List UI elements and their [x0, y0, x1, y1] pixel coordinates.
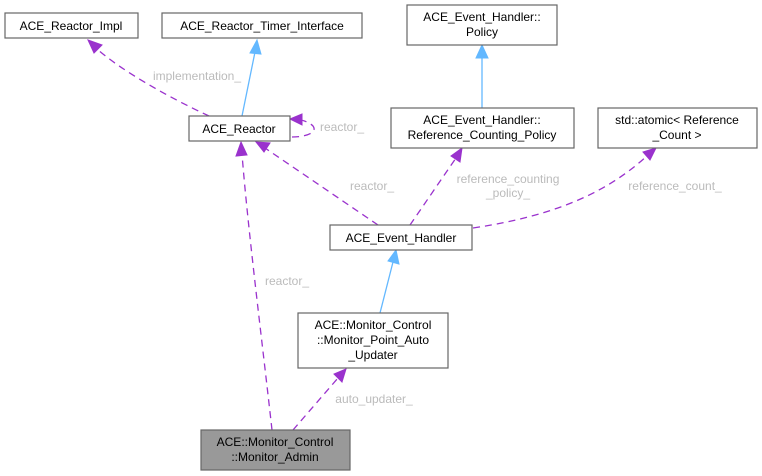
edge-reactor-self: reactor_: [288, 113, 364, 138]
node-label: ACE_Reactor_Timer_Interface: [180, 19, 344, 33]
node-label: ACE_Event_Handler: [346, 231, 457, 245]
node-reference-counting-policy[interactable]: ACE_Event_Handler:: Reference_Counting_P…: [390, 107, 575, 149]
edge-label-reactor-from-handler: reactor_: [350, 179, 394, 193]
edge-inherit-timer-interface: [241, 38, 262, 117]
edge-label-implementation: implementation_: [153, 69, 241, 83]
node-ace-reactor[interactable]: ACE_Reactor: [188, 115, 291, 142]
node-label: std::atomic< Reference: [615, 113, 739, 127]
node-label: Policy: [466, 25, 498, 39]
node-std-atomic-reference-count[interactable]: std::atomic< Reference _Count >: [597, 107, 758, 149]
edge-label-reactor-from-admin: reactor_: [265, 274, 309, 288]
node-ace-event-handler[interactable]: ACE_Event_Handler: [329, 224, 473, 251]
node-label: ACE_Event_Handler::: [423, 10, 540, 24]
edge-reactor-from-handler: reactor_: [254, 141, 394, 226]
node-label: ACE_Reactor: [202, 122, 275, 136]
node-ace-reactor-timer-interface[interactable]: ACE_Reactor_Timer_Interface: [161, 12, 363, 39]
node-label: ACE::Monitor_Control: [217, 435, 334, 449]
edge-label-reference-counting-policy-2: _policy_: [485, 186, 530, 200]
edge-reference-count: reference_count_: [472, 147, 722, 229]
node-label: ::Monitor_Admin: [231, 450, 318, 464]
node-event-handler-policy[interactable]: ACE_Event_Handler:: Policy: [406, 4, 558, 46]
edge-label-reactor-self: reactor_: [320, 120, 364, 134]
node-monitor-admin: ACE::Monitor_Control ::Monitor_Admin: [200, 429, 351, 471]
edge-inherit-policy: [475, 43, 489, 108]
edge-reactor-from-admin: reactor_: [235, 140, 309, 431]
node-ace-reactor-impl[interactable]: ACE_Reactor_Impl: [4, 12, 139, 39]
edge-label-reference-counting-policy-1: reference_counting: [457, 172, 560, 186]
node-monitor-point-auto-updater[interactable]: ACE::Monitor_Control ::Monitor_Point_Aut…: [297, 312, 449, 369]
edge-implementation: implementation_: [87, 39, 241, 117]
edge-inherit-event-handler: [379, 248, 400, 314]
node-label: ::Monitor_Point_Auto: [317, 333, 429, 347]
edge-reference-counting-policy: reference_counting _policy_: [409, 146, 560, 226]
node-label: _Updater: [347, 348, 397, 362]
node-label: Reference_Counting_Policy: [408, 128, 557, 142]
node-label: ACE_Event_Handler::: [423, 113, 540, 127]
edge-label-reference-count: reference_count_: [628, 179, 722, 193]
edge-label-auto-updater: auto_updater_: [335, 392, 413, 406]
edge-auto-updater: auto_updater_: [292, 368, 413, 431]
node-label: ACE::Monitor_Control: [315, 318, 432, 332]
node-label: _Count >: [651, 128, 701, 142]
node-label: ACE_Reactor_Impl: [20, 19, 123, 33]
